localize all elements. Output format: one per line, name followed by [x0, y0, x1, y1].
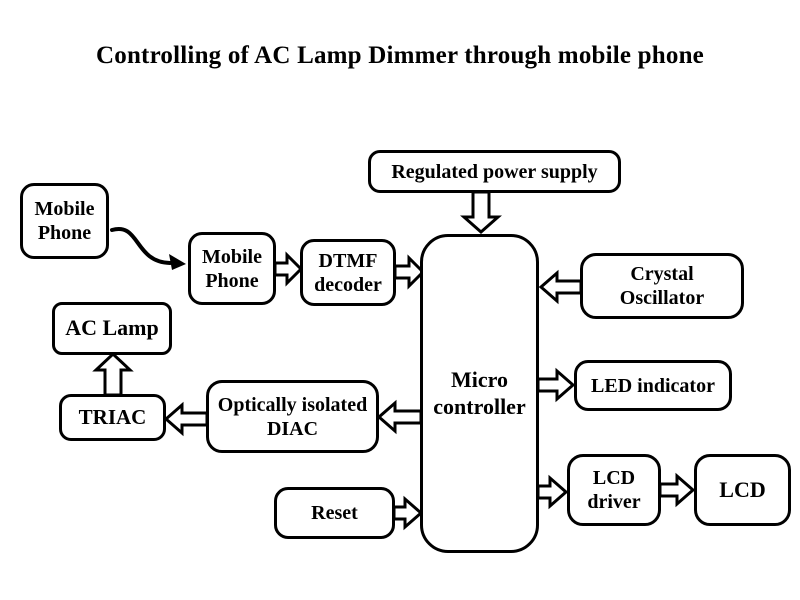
- node-regulated-power-supply: Regulated power supply: [368, 150, 621, 193]
- arrow-triac-to-aclamp: [92, 351, 134, 397]
- arrow-power-to-micro: [460, 190, 502, 235]
- node-lcd-driver: LCD driver: [567, 454, 661, 526]
- node-label: AC Lamp: [65, 315, 159, 341]
- node-optically-isolated-diac: Optically isolated DIAC: [206, 380, 379, 453]
- arrow-diac-to-triac: [163, 401, 209, 437]
- node-microcontroller: Micro controller: [420, 234, 539, 553]
- node-label: TRIAC: [78, 404, 147, 429]
- arrow-micro-to-lcddriver: [536, 474, 569, 510]
- arrow-reset-to-micro: [392, 495, 424, 531]
- node-label: LCD: [719, 476, 766, 502]
- diagram-title: Controlling of AC Lamp Dimmer through mo…: [96, 42, 704, 69]
- arrow-dtmf-to-micro: [393, 254, 426, 290]
- node-crystal-oscillator: Crystal Oscillator: [580, 253, 744, 319]
- node-label: Micro controller: [433, 367, 526, 419]
- node-dtmf-decoder: DTMF decoder: [300, 239, 396, 306]
- node-label: Reset: [311, 502, 358, 524]
- node-label: Optically isolated DIAC: [217, 393, 368, 440]
- node-label: Regulated power supply: [391, 160, 598, 183]
- node-label: LCD driver: [587, 467, 641, 513]
- arrow-crystal-to-micro: [538, 269, 583, 305]
- node-triac: TRIAC: [59, 394, 166, 441]
- node-label: Crystal Oscillator: [619, 263, 705, 309]
- node-label: Mobile Phone: [34, 198, 95, 244]
- arrow-micro-to-led: [536, 367, 576, 403]
- arrow-micro-to-diac: [376, 399, 423, 435]
- node-reset: Reset: [274, 487, 395, 539]
- arrow-mobile-to-dtmf: [273, 251, 304, 287]
- curved-arrowhead-icon: [169, 254, 186, 270]
- node-label: DTMF decoder: [314, 249, 382, 296]
- node-led-indicator: LED indicator: [574, 360, 732, 411]
- node-label: LED indicator: [591, 374, 715, 397]
- node-lcd: LCD: [694, 454, 791, 526]
- node-mobile-phone-receiver: Mobile Phone: [188, 232, 276, 305]
- node-ac-lamp: AC Lamp: [52, 302, 172, 355]
- node-label: Mobile Phone: [202, 245, 262, 292]
- curved-arrow-mobile-to-mobile: [110, 226, 172, 265]
- node-mobile-phone-caller: Mobile Phone: [20, 183, 109, 259]
- arrow-lcddriver-to-lcd: [658, 472, 696, 508]
